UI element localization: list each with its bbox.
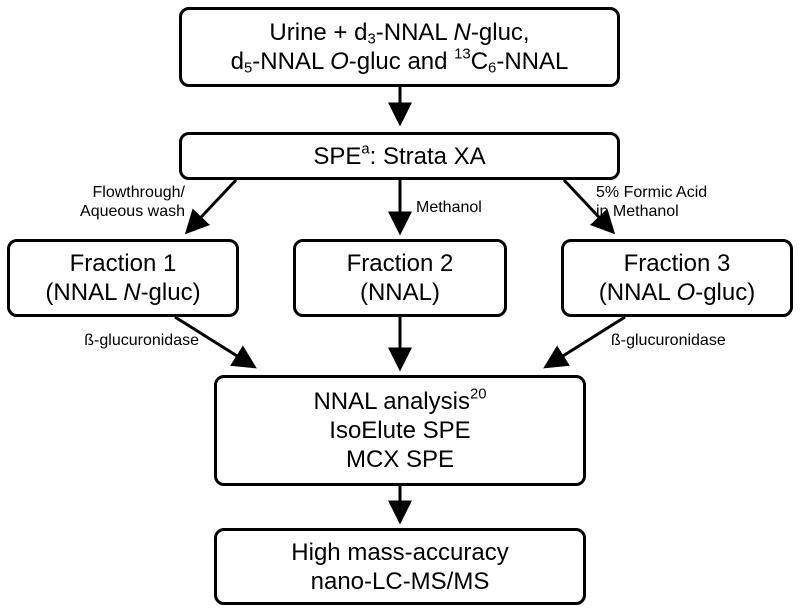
start-box-line2: d5-NNAL O-gluc and 13C6-NNAL — [230, 46, 569, 77]
spe-box-label: SPEa: Strata XA — [313, 141, 486, 170]
spe-box: SPEa: Strata XA — [179, 132, 620, 180]
methanol-label: Methanol — [416, 199, 482, 216]
arrow-spe-to-fraction1 — [184, 178, 238, 235]
analysis-box: NNAL analysis20 IsoElute SPE MCX SPE — [214, 375, 586, 486]
formic-acid-label: 5% Formic Acid in Methanol — [596, 184, 708, 220]
start-box: Urine + d3-NNAL N-gluc, d5-NNAL O-gluc a… — [179, 7, 620, 87]
analysis-line1: NNAL analysis20 — [313, 386, 487, 415]
fraction1-box: Fraction 1 (NNAL N-gluc) — [7, 239, 239, 317]
fraction2-box: Fraction 2 (NNAL) — [293, 239, 507, 317]
fraction1-subtitle: (NNAL N-gluc) — [45, 279, 201, 306]
flowthrough-label: Flowthrough/ Aqueous wash — [80, 184, 185, 220]
enzyme-right-label: ß-glucuronidase — [611, 332, 726, 349]
fraction3-box: Fraction 3 (NNAL O-gluc) — [561, 239, 793, 317]
arrow-fraction1-to-analysis — [174, 315, 257, 369]
start-box-line1: Urine + d3-NNAL N-gluc, — [269, 19, 530, 48]
fraction3-subtitle: (NNAL O-gluc) — [598, 279, 756, 306]
final-box: High mass-accuracy nano-LC-MS/MS — [214, 528, 586, 605]
arrow-fraction3-to-analysis — [543, 315, 626, 369]
enzyme-left-label: ß-glucuronidase — [84, 332, 199, 349]
arrow-spe-to-fraction3 — [562, 178, 616, 235]
